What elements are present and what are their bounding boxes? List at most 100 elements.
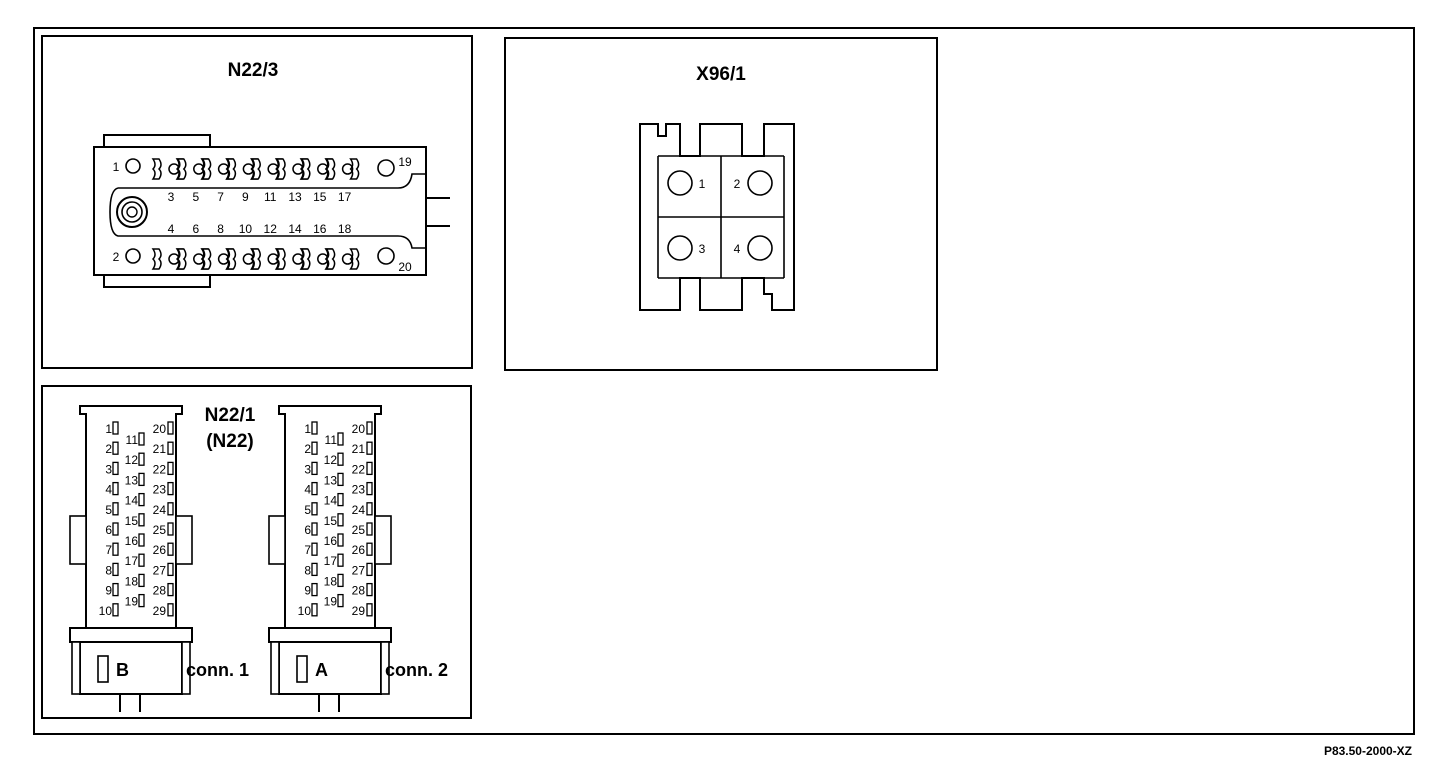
- n22-3-pin-18-b-contact: [349, 248, 360, 270]
- connector-pin-label: 11: [126, 433, 139, 447]
- connector-collar: [268, 627, 392, 643]
- connector-pin-slot: [167, 461, 174, 476]
- connector-pin-slot: [311, 441, 318, 455]
- connector-pin-slot: [311, 542, 318, 556]
- n22-3-pin-4-contact: [151, 248, 162, 270]
- connector-pin-slot: [138, 492, 145, 507]
- connector-key: [296, 655, 308, 683]
- connector-pin-slot: [311, 421, 318, 435]
- connector-right-clip: [374, 515, 392, 565]
- connector-pin-slot: [112, 562, 119, 577]
- n22-3-pin-16-contact: [300, 248, 311, 270]
- connector-pin-slot: [112, 502, 119, 516]
- connector-pin-slot: [167, 562, 174, 577]
- connector-pin-slot: [311, 461, 318, 476]
- x96-1-pin-3-label: 3: [699, 242, 706, 256]
- n22-3-pin-3-contact: [151, 158, 162, 180]
- x96-1-pin-2-label: 2: [734, 177, 741, 191]
- connector-pin-slot: [311, 582, 318, 597]
- connector-pin-label: 29: [153, 604, 167, 618]
- connector-pin-slot: [112, 441, 119, 455]
- n22-3-pin-11-contact: [250, 158, 261, 180]
- connector-pin-slot: [167, 502, 174, 516]
- connector-pin-label: 21: [153, 442, 167, 456]
- n22-3-pin-11-label: 11: [264, 190, 277, 204]
- connector-pin-slot: [138, 513, 145, 527]
- connector-pin-label: 10: [99, 604, 113, 618]
- connector-pin-label: 24: [352, 503, 366, 517]
- connector-pin-label: 4: [304, 483, 311, 497]
- connector-pin-slot: [138, 452, 145, 466]
- connector-pin-label: 15: [125, 514, 139, 528]
- connector-letter: A: [315, 660, 328, 680]
- connector-pin-label: 23: [352, 483, 366, 497]
- connector-pin-slot: [167, 582, 174, 597]
- connector-pin-slot: [311, 603, 318, 617]
- connector-pin-slot: [337, 553, 344, 567]
- connector-pin-label: 25: [153, 523, 167, 537]
- connector-key: [97, 655, 109, 683]
- connector-pin-slot: [112, 461, 119, 476]
- connector-pin-label: 23: [153, 483, 167, 497]
- connector-pin-slot: [167, 522, 174, 536]
- connector-pin-slot: [112, 522, 119, 536]
- n22-3-inner-channel: [109, 173, 426, 249]
- connector-pin-label: 18: [125, 574, 139, 588]
- n22-3-pin-13-label: 13: [288, 190, 302, 204]
- connector-right-clip: [175, 515, 193, 565]
- connector-pin-slot: [311, 562, 318, 577]
- panel-n22-1-frame: [41, 385, 472, 719]
- panel-n22-3-title: N22/3: [228, 60, 279, 81]
- panel-n22-1-subtitle: (N22): [206, 431, 254, 452]
- n22-3-pin-12-label: 12: [264, 222, 278, 236]
- n22-3-coax-mid: [121, 201, 143, 223]
- connector-pin-label: 18: [324, 574, 338, 588]
- panel-x96-1-title: X96/1: [696, 64, 746, 85]
- x96-1-pin-2-hole: [747, 170, 773, 196]
- connector-pin-slot: [366, 502, 373, 516]
- connector-base-right-tab: [380, 641, 390, 695]
- connector-pin-label: 24: [153, 503, 167, 517]
- n22-3-pin-18-contact: [325, 248, 336, 270]
- connector-base: [278, 641, 382, 695]
- connector-name-label: conn. 2: [385, 660, 448, 680]
- connector-pin-slot: [167, 421, 174, 435]
- connector-pin-label: 10: [298, 604, 312, 618]
- connector-pin-slot: [138, 472, 145, 487]
- connector-pin-slot: [366, 421, 373, 435]
- connector-base-left-tab: [270, 641, 280, 695]
- connector-pin-label: 7: [304, 543, 311, 557]
- connector-pin-label: 16: [125, 534, 139, 548]
- connector-pin-slot: [337, 492, 344, 507]
- connector-pin-label: 17: [324, 554, 338, 568]
- x96-1-pin-1-hole: [667, 170, 693, 196]
- connector-pin-slot: [138, 573, 145, 588]
- connector-pin-slot: [311, 502, 318, 516]
- connector-pin-slot: [366, 441, 373, 455]
- n22-3-pin-14-label: 14: [288, 222, 302, 236]
- connector-pin-slot: [138, 432, 145, 446]
- connector-pin-slot: [112, 481, 119, 496]
- connector-name-label: conn. 1: [186, 660, 249, 680]
- connector-pin-label: 9: [304, 584, 311, 598]
- n22-3-pin-9-label: 9: [242, 190, 249, 204]
- connector-pin-label: 22: [153, 462, 167, 476]
- connector-pin-slot: [138, 533, 145, 547]
- n22-3-pin-2-label: 2: [113, 250, 120, 264]
- connector-pin-slot: [366, 603, 373, 617]
- connector-pin-label: 5: [105, 503, 112, 517]
- n22-3-pin-10-label: 10: [239, 222, 253, 236]
- connector-pin-slot: [366, 542, 373, 556]
- connector-pin-slot: [366, 522, 373, 536]
- connector-pin-label: 3: [105, 462, 112, 476]
- panel-x96-1: X96/1 1 2 3 4: [504, 37, 938, 371]
- n22-3-pin-16-label: 16: [313, 222, 327, 236]
- connector-pin-slot: [167, 542, 174, 556]
- connector-pin-label: 12: [324, 453, 338, 467]
- connector-pin-label: 20: [352, 422, 366, 436]
- connector-pin-label: 1: [105, 422, 112, 436]
